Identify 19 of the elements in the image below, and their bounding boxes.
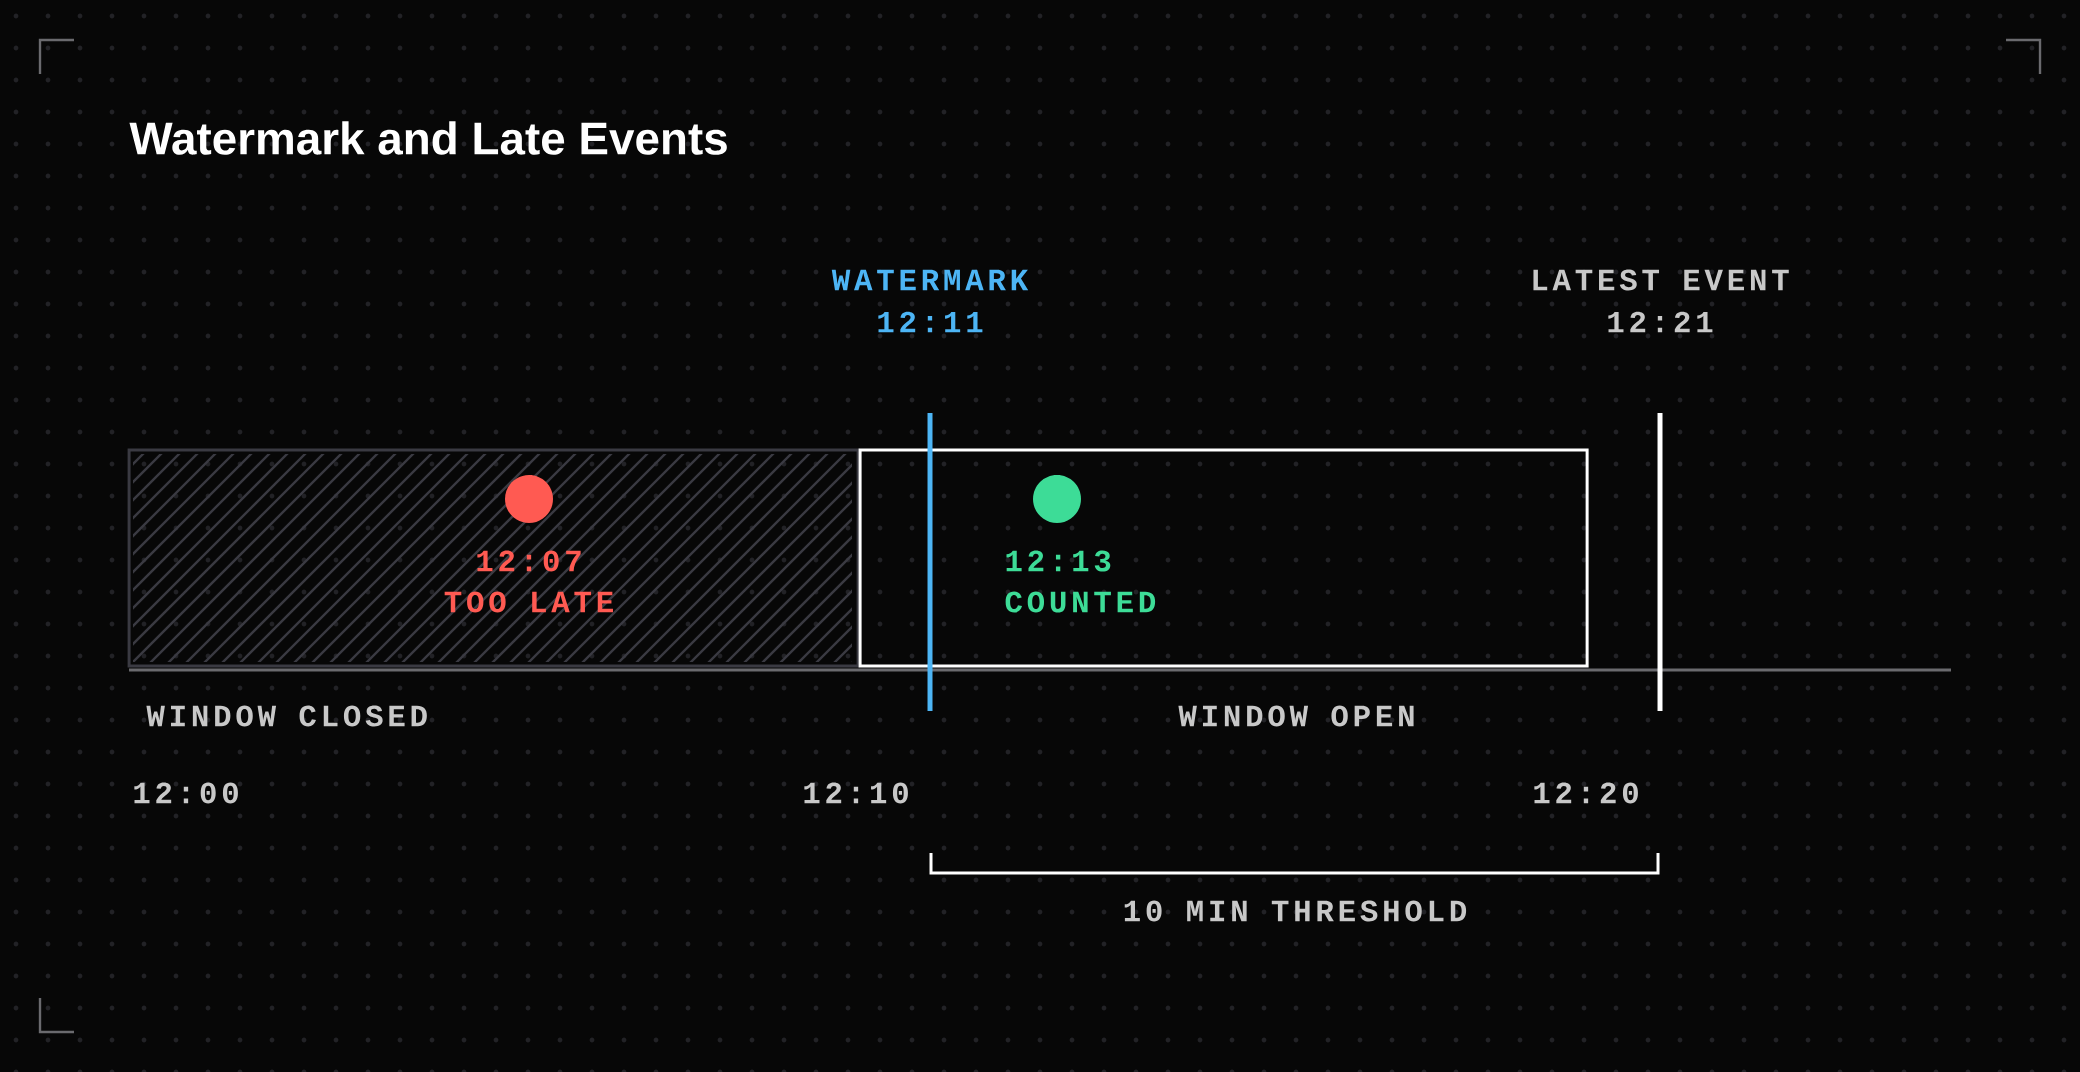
- tick-label: 12:00: [134, 782, 238, 804]
- window-box: [858, 448, 1589, 668]
- hatched-window-box: [127, 448, 860, 668]
- event-dot: [1033, 475, 1081, 523]
- region-label: WINDOW OPEN: [1178, 705, 1414, 727]
- marker-label: WATERMARK: [831, 269, 1029, 291]
- region-label: WINDOW CLOSED: [146, 705, 427, 727]
- tick-label: 12:10: [804, 782, 908, 804]
- marker-time: 12:11: [878, 311, 983, 333]
- event-label: 12:13: [1006, 550, 1111, 572]
- marker-time: 12:21: [1608, 311, 1713, 333]
- tick-label: 12:20: [1534, 782, 1638, 804]
- title: Watermark and Late Events: [129, 121, 727, 155]
- event-label: 12:07: [477, 550, 581, 572]
- marker-label: LATEST EVENT: [1533, 269, 1789, 291]
- event-label: TOO LATE: [444, 591, 613, 613]
- bracket-label: 10 MIN THRESHOLD: [1124, 900, 1467, 922]
- event-label: COUNTED: [1005, 591, 1156, 613]
- event-dot: [505, 475, 553, 523]
